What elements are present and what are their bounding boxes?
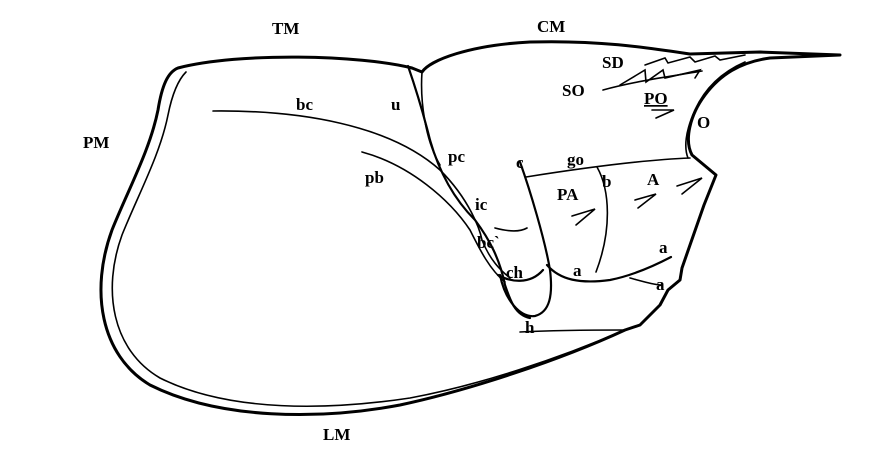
go-line: [525, 157, 691, 178]
label-ch: ch: [506, 263, 524, 282]
label-PA: PA: [557, 185, 579, 204]
label-pc: pc: [448, 147, 465, 166]
label-c: c: [516, 153, 524, 172]
shell-rim-line-inner: [519, 329, 626, 333]
label-bc: bc: [296, 95, 313, 114]
label-CM: CM: [537, 17, 565, 36]
label-O: O: [697, 113, 710, 132]
label-SO: SO: [562, 81, 585, 100]
ic-curve: [494, 227, 528, 232]
scar-pa: [571, 208, 596, 226]
label-TM: TM: [272, 19, 299, 38]
label-SD: SD: [602, 53, 624, 72]
b-curve: [595, 166, 609, 273]
a-line: [629, 277, 663, 286]
so-line: [602, 70, 703, 91]
scar-a1: [634, 193, 657, 209]
bc-curve: [212, 110, 511, 279]
label-A: A: [647, 170, 660, 189]
h-loop: [498, 160, 553, 318]
scar-po: [651, 109, 675, 119]
label-b: b: [602, 172, 611, 191]
label-ic: ic: [475, 195, 488, 214]
label-PO: PO: [644, 89, 668, 108]
label-bc2: bc`: [477, 233, 500, 252]
label-u: u: [391, 95, 400, 114]
label-h: h: [525, 318, 535, 337]
u-line-2: [420, 71, 441, 166]
so-teeth: [619, 68, 702, 86]
pa-lower-curve: [545, 255, 673, 283]
label-a1: a: [573, 261, 582, 280]
scar-a2: [676, 177, 703, 195]
shell-rim-line: [111, 71, 626, 408]
pc-curve: [428, 138, 532, 320]
pb-curve: [361, 151, 506, 283]
sd-teeth: [644, 54, 746, 66]
label-PM: PM: [83, 133, 109, 152]
label-go: go: [567, 150, 584, 169]
label-LM: LM: [323, 425, 350, 444]
label-a3: a: [656, 275, 665, 294]
label-a2: a: [659, 238, 668, 257]
label-pb: pb: [365, 168, 384, 187]
o-rim-line: [685, 61, 746, 159]
shell-outline: [99, 40, 842, 417]
